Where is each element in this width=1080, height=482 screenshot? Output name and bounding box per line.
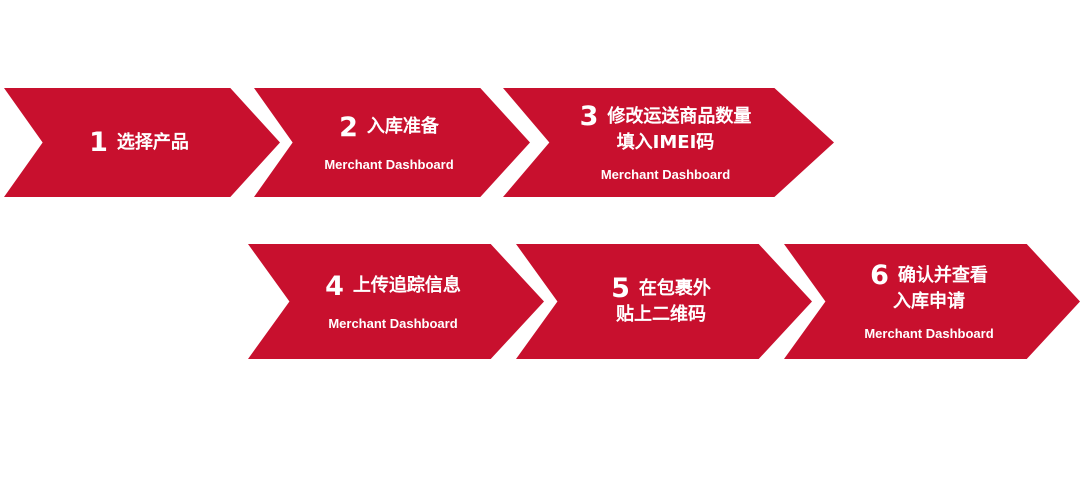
step-5-title-continued: 贴上二维码 <box>616 302 706 328</box>
step-6-content: 6 确认并查看 入库申请 Merchant Dashboard <box>864 262 993 340</box>
step-6-subtitle: Merchant Dashboard <box>864 325 994 341</box>
step-1-label: 选择产品 <box>116 131 189 153</box>
step-3-subtitle: Merchant Dashboard <box>600 166 731 182</box>
step-5-chevron: 5 在包裹外 贴上二维码 <box>516 244 812 359</box>
step-5-label-line-2: 贴上二维码 <box>615 303 706 325</box>
step-4-label: 上传追踪信息 <box>352 275 461 297</box>
step-6-title: 6 确认并查看 <box>870 262 988 289</box>
step-4-subtitle: Merchant Dashboard <box>328 315 458 331</box>
step-3-chevron: 3 修改运送商品数量 填入IMEI码 Merchant Dashboard <box>503 88 834 197</box>
step-6-title-continued: 入库申请 <box>893 289 965 315</box>
step-3-title: 3 修改运送商品数量 <box>580 103 752 130</box>
step-6-label-line-1: 确认并查看 <box>897 265 988 287</box>
step-3-title-continued: 填入IMEI码 <box>617 130 715 156</box>
step-1-chevron: 1 选择产品 <box>4 88 280 197</box>
step-6-label-line-2: 入库申请 <box>893 291 965 313</box>
step-6-chevron: 6 确认并查看 入库申请 Merchant Dashboard <box>784 244 1080 359</box>
step-2-title: 2 入库准备 <box>339 114 439 141</box>
step-1-content: 1 选择产品 <box>89 129 189 156</box>
step-2-label: 入库准备 <box>366 116 439 138</box>
step-3-label-line-2: 填入IMEI码 <box>616 132 715 154</box>
step-5-content: 5 在包裹外 贴上二维码 <box>611 275 711 328</box>
step-5-title: 5 在包裹外 <box>611 275 711 302</box>
step-2-content: 2 入库准备 Merchant Dashboard <box>324 114 453 172</box>
step-6-number: 6 <box>870 260 889 292</box>
step-2-number: 2 <box>339 111 358 143</box>
step-5-label-line-1: 在包裹外 <box>638 277 711 299</box>
step-1-title: 1 选择产品 <box>89 129 189 156</box>
step-4-number: 4 <box>325 270 344 302</box>
step-1-number: 1 <box>89 127 108 158</box>
step-3-content: 3 修改运送商品数量 填入IMEI码 Merchant Dashboard <box>580 103 752 181</box>
step-2-chevron: 2 入库准备 Merchant Dashboard <box>254 88 530 197</box>
step-3-number: 3 <box>579 101 599 133</box>
step-4-title: 4 上传追踪信息 <box>325 273 461 300</box>
step-4-chevron: 4 上传追踪信息 Merchant Dashboard <box>248 244 544 359</box>
step-5-number: 5 <box>611 272 630 304</box>
step-4-content: 4 上传追踪信息 Merchant Dashboard <box>325 273 461 331</box>
step-3-label-line-1: 修改运送商品数量 <box>607 106 752 128</box>
step-2-subtitle: Merchant Dashboard <box>324 156 454 172</box>
